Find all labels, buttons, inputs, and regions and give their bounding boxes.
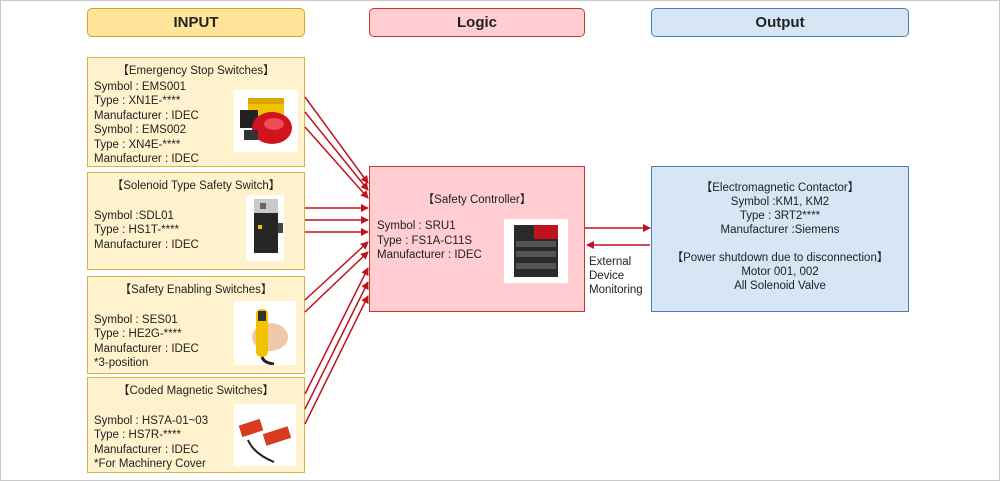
input-line: Type : HS7R-**** <box>94 429 181 441</box>
input-line: Symbol : EMS001 <box>94 80 187 93</box>
input-line: Manufacturer : IDEC <box>94 109 199 122</box>
input-line: Manufacturer : IDEC <box>94 238 199 251</box>
input-line: Manufacturer : IDEC <box>94 153 199 165</box>
arrow-mag-1 <box>304 267 369 395</box>
input-title: 【Solenoid Type Safety Switch】 <box>111 180 281 192</box>
arrow-ses-1 <box>304 241 369 301</box>
input-line: Type : HS1T-**** <box>94 224 180 236</box>
logic-header: Logic <box>369 8 585 37</box>
edm-line: Monitoring <box>589 284 643 296</box>
output-header: Output <box>651 8 909 37</box>
input-line: Type : XN4E-**** <box>94 138 181 151</box>
input-line: *3-position <box>94 357 149 369</box>
arrow-ems-2 <box>304 111 369 191</box>
input-header: INPUT <box>87 8 305 37</box>
output-line: Manufacturer :Siemens <box>720 224 840 236</box>
input-line: Type : HE2G-**** <box>94 328 182 340</box>
safety-controller-image <box>504 219 568 283</box>
input-line: Symbol : SES01 <box>94 313 178 326</box>
arrow-ems-3 <box>304 126 369 199</box>
input-line: Symbol : EMS002 <box>94 124 187 136</box>
solenoid-switch-image <box>246 195 284 261</box>
edm-line: External <box>589 256 632 268</box>
logic-line: Manufacturer : IDEC <box>377 249 482 261</box>
logic-line: Symbol : SRU1 <box>377 220 456 232</box>
input-title: 【Emergency Stop Switches】 <box>117 65 275 77</box>
emergency-stop-image <box>234 90 298 152</box>
input-line: *For Machinery Cover <box>94 458 206 470</box>
input-enabling-switch-box: 【Safety Enabling Switches】 Symbol : SES0… <box>87 276 305 374</box>
logic-title: 【Safety Controller】 <box>422 194 532 206</box>
input-line: Manufacturer : IDEC <box>94 443 199 456</box>
arrow-mag-2 <box>304 281 369 410</box>
input-line: Symbol : HS7A-01~03 <box>94 414 209 427</box>
output-box: 【Electromagnetic Contactor】 Symbol :KM1,… <box>651 166 909 312</box>
input-solenoid-switch-box: 【Solenoid Type Safety Switch】 Symbol :SD… <box>87 172 305 270</box>
edm-line: Device <box>589 270 625 282</box>
input-emergency-stop-box: 【Emergency Stop Switches】 Symbol : EMS00… <box>87 57 305 167</box>
external-device-monitoring-label: External Device Monitoring <box>589 255 643 297</box>
logic-line: Type : FS1A-C11S <box>377 234 473 247</box>
output-title-2: 【Power shutdown due to disconnection】 <box>671 252 889 264</box>
input-title: 【Safety Enabling Switches】 <box>119 284 273 296</box>
output-line: Symbol :KM1, KM2 <box>730 196 830 208</box>
input-line: Type : XN1E-**** <box>94 95 181 107</box>
arrow-mag-3 <box>304 295 369 425</box>
input-magnetic-switch-box: 【Coded Magnetic Switches】 Symbol : HS7A-… <box>87 377 305 473</box>
arrow-ems-1 <box>304 96 369 184</box>
input-title: 【Coded Magnetic Switches】 <box>118 385 274 397</box>
enabling-switch-image <box>234 301 296 366</box>
magnetic-switch-image <box>234 404 296 466</box>
output-line: Motor 001, 002 <box>741 266 819 278</box>
output-title: 【Electromagnetic Contactor】 <box>700 182 860 194</box>
input-line: Manufacturer : IDEC <box>94 342 199 355</box>
input-line: Symbol :SDL01 <box>94 209 174 222</box>
safety-controller-box: 【Safety Controller】 Symbol : SRU1 Type :… <box>369 166 585 312</box>
arrow-ses-2 <box>304 251 369 313</box>
output-line: Type : 3RT2**** <box>739 210 821 222</box>
output-line: All Solenoid Valve <box>734 280 826 292</box>
